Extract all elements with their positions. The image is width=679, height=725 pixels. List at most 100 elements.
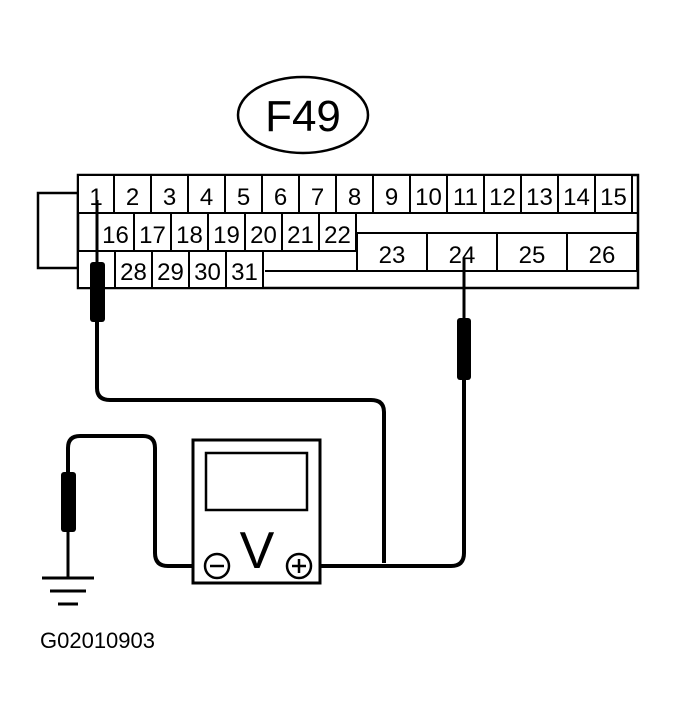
- pin-label: 28: [120, 259, 147, 286]
- pin-cell: [446, 174, 485, 214]
- connector-label: F49: [236, 75, 370, 155]
- pin-19: 19: [207, 212, 246, 252]
- pin-label: 30: [194, 259, 221, 286]
- pin-row-2: 16 17 18 19 20 21 22: [96, 212, 357, 252]
- pin-10: 10: [409, 174, 448, 214]
- pin-cell: [133, 212, 172, 252]
- pin-label: 5: [237, 184, 250, 211]
- pin-30: 30: [188, 250, 227, 289]
- pin-label: 22: [324, 222, 351, 249]
- pin-cell: [207, 212, 246, 252]
- pin-13: 13: [520, 174, 559, 214]
- pin-cell: [281, 212, 320, 252]
- pin-label: 25: [519, 242, 546, 269]
- pin-23: 23: [356, 232, 428, 272]
- wire-negative-to-ground: [66, 434, 203, 568]
- pin-label: 10: [415, 184, 442, 211]
- pin-label: 29: [157, 259, 184, 286]
- negative-probe-wire: [90, 200, 386, 563]
- voltmeter: V: [191, 438, 322, 585]
- ground-probe-body: [61, 472, 76, 532]
- pin-15: 15: [594, 174, 633, 214]
- pin-label: 17: [139, 222, 166, 249]
- pin-label: 13: [526, 184, 553, 211]
- pin-label: 21: [287, 222, 314, 249]
- connector-label-ellipse: [236, 75, 370, 155]
- pin-14: 14: [557, 174, 596, 214]
- pin-20: 20: [244, 212, 283, 252]
- connector-label-text: F49: [265, 92, 341, 141]
- pin-4: 4: [187, 174, 226, 214]
- pin-cell: [318, 212, 357, 252]
- pin-2: 2: [113, 174, 152, 214]
- pin-label: 8: [348, 184, 361, 211]
- pin-label: 11: [453, 184, 478, 211]
- pin-label: 26: [589, 242, 616, 269]
- pin-17: 17: [133, 212, 172, 252]
- pin-label: 18: [176, 222, 203, 249]
- pin-cell: [557, 174, 596, 214]
- pin-21: 21: [281, 212, 320, 252]
- pin-label: 23: [379, 242, 406, 269]
- wire-pin24-to-positive: [316, 380, 466, 568]
- pin-24: 24: [426, 232, 498, 272]
- pin-cell: [225, 250, 264, 289]
- pin-row-3: 228293031: [77, 250, 264, 289]
- probe-body-pin-1: [90, 262, 105, 322]
- pin-cell: [566, 232, 638, 272]
- pin-label: 1: [89, 184, 102, 211]
- pin-16: 16: [96, 212, 135, 252]
- pin-label: 19: [213, 222, 240, 249]
- pin-12: 12: [483, 174, 522, 214]
- pin-label: 24: [449, 242, 476, 269]
- pin-cell: [114, 250, 153, 289]
- pin-5: 5: [224, 174, 263, 214]
- pin-cell: [483, 174, 522, 214]
- pin-7: 7: [298, 174, 337, 214]
- pin-11: 11: [446, 174, 485, 214]
- wire-pin1-to-negative: [95, 322, 386, 563]
- pin-cell: [426, 232, 498, 272]
- pin-label: 3: [163, 184, 176, 211]
- pin-label: 9: [385, 184, 398, 211]
- pin-label: 15: [600, 184, 627, 211]
- figure-id: G02010903: [40, 628, 155, 653]
- pin-row-2-right: 23 24 25 26: [356, 232, 638, 272]
- pin-label: 14: [563, 184, 590, 211]
- pin-9: 9: [372, 174, 411, 214]
- pin-cell: [372, 174, 411, 214]
- pin-8: 8: [335, 174, 374, 214]
- connector-latch: [36, 191, 80, 270]
- pin-label: 6: [274, 184, 287, 211]
- pin-label: 31: [231, 259, 258, 286]
- pin-cell: [356, 232, 428, 272]
- ground-symbol-icon: [42, 576, 94, 606]
- pin-label: 2: [126, 184, 139, 211]
- pin-label: 4: [200, 184, 213, 211]
- pin-cell: [261, 174, 300, 214]
- pin-22: 22: [318, 212, 357, 252]
- pin-29: 29: [151, 250, 190, 289]
- pin-label: 7: [311, 184, 324, 211]
- pin-28: 28: [114, 250, 153, 289]
- ground-wire: [61, 434, 203, 578]
- voltmeter-display: [204, 451, 309, 512]
- pin-label: 12: [489, 184, 516, 211]
- pin-label: 20: [250, 222, 277, 249]
- pin-6: 6: [261, 174, 300, 214]
- pin-31: 31: [225, 250, 264, 289]
- pin-cell: [594, 174, 633, 214]
- pin-cell: [187, 174, 226, 214]
- pin-18: 18: [170, 212, 209, 252]
- pin-3: 3: [150, 174, 189, 214]
- probe-body-pin-24: [457, 318, 471, 380]
- pin-26: 26: [566, 232, 638, 272]
- voltmeter-symbol: V: [240, 522, 275, 580]
- pin-label: 16: [102, 222, 129, 249]
- positive-probe-wire: [316, 258, 471, 568]
- pin-cell: [520, 174, 559, 214]
- pin-25: 25: [496, 232, 568, 272]
